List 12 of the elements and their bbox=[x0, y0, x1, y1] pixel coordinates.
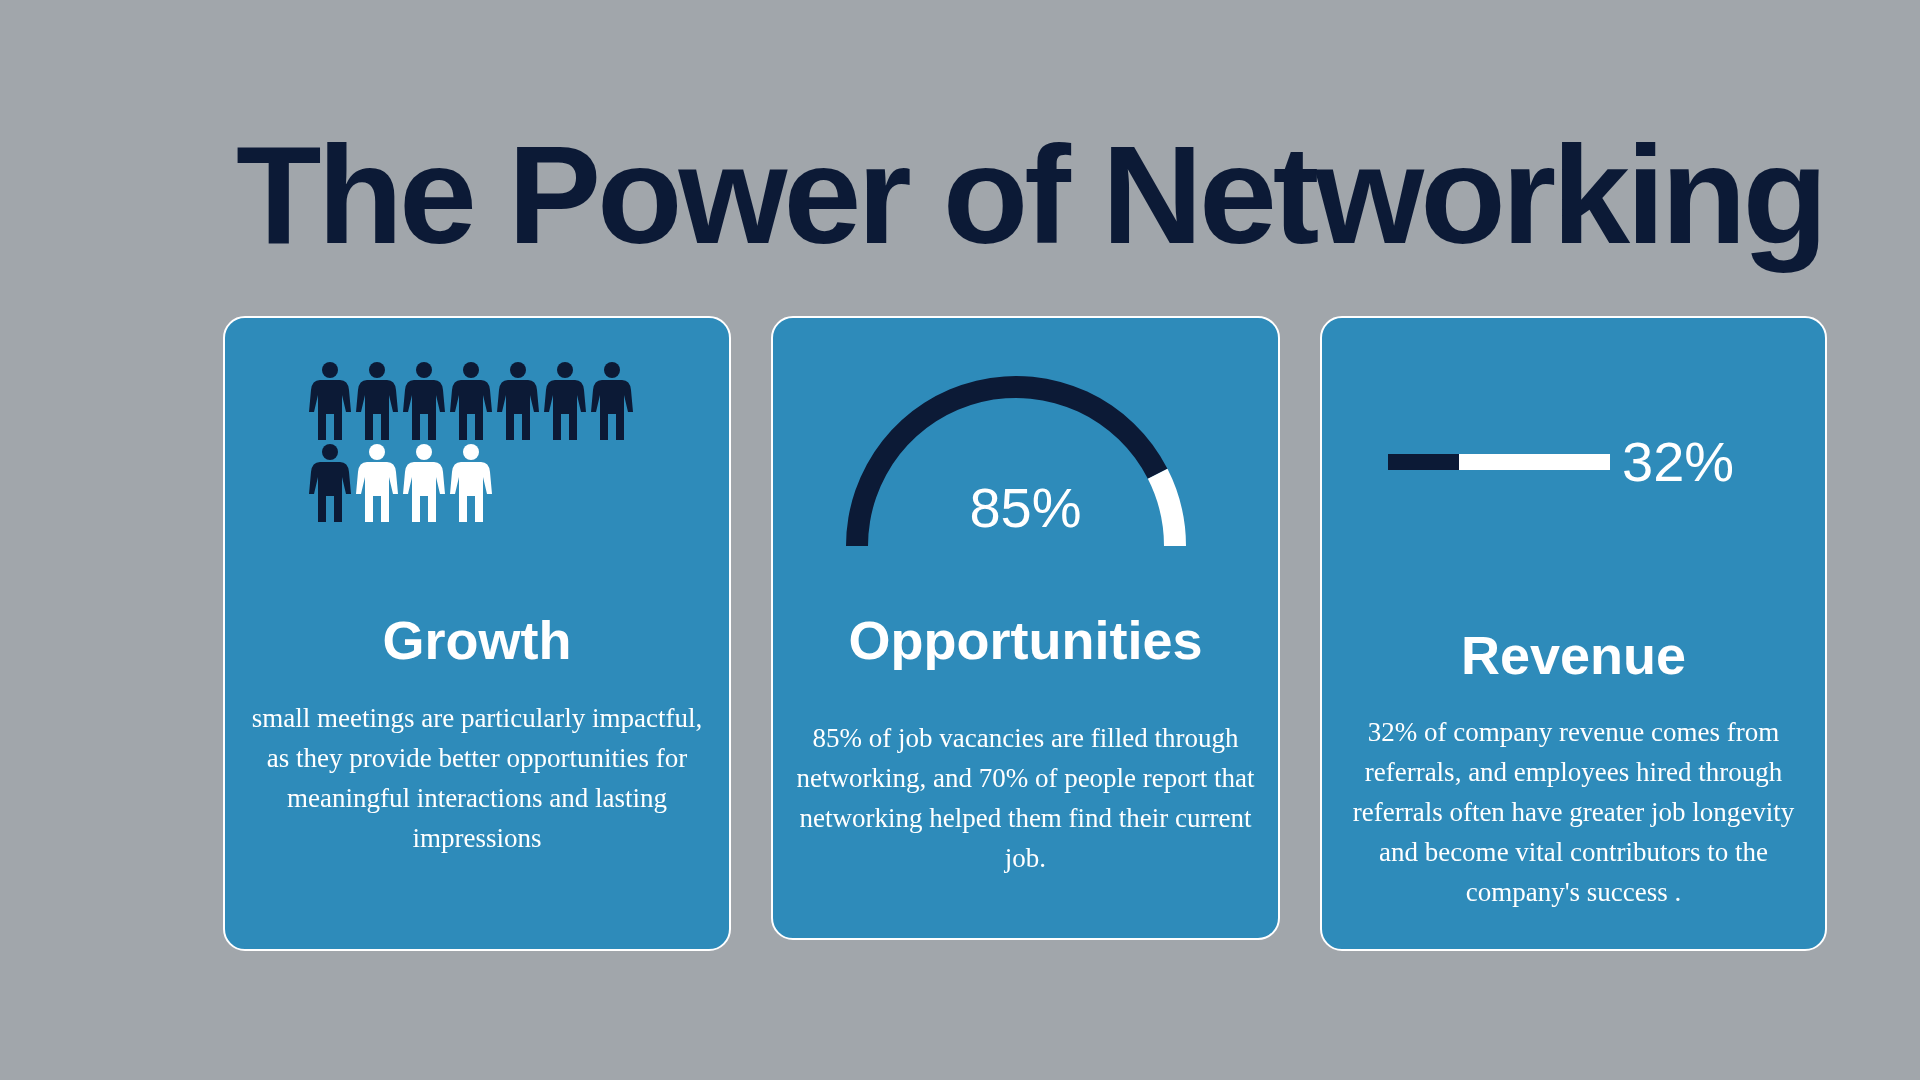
info-card bbox=[1320, 316, 1827, 951]
card-heading: Opportunities bbox=[847, 609, 1204, 672]
card-heading: Growth bbox=[381, 609, 573, 672]
percentage-value: 32% bbox=[1622, 430, 1735, 494]
card-description: 85% of job vacancies are filled through networking, and 70% of people report that networking helped them find their current job. bbox=[795, 722, 1256, 875]
card-description: 32% of company revenue comes from referrals, and employees hired through referrals often have greater job longevity and become vital contributors to the company's success . bbox=[1351, 716, 1796, 909]
percentage-value: 85% bbox=[969, 476, 1082, 540]
card-description: small meetings are particularly impactful, as they provide better opportunities for meaningful interactions and lasting impressions bbox=[250, 702, 704, 855]
info-card bbox=[771, 316, 1280, 940]
title: The Power of Networking bbox=[234, 115, 1826, 275]
info-card bbox=[223, 316, 731, 951]
card-heading: Revenue bbox=[1459, 624, 1688, 687]
